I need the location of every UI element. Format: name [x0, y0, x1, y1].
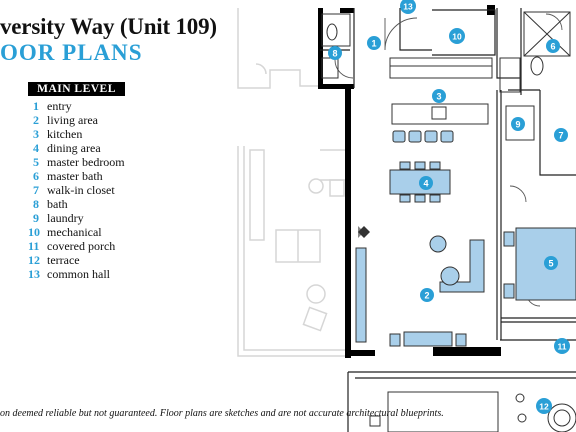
legend-label: bath	[47, 197, 68, 211]
marker-label: 1	[371, 39, 376, 49]
room-marker-4: 4	[419, 176, 433, 190]
marker-label: 11	[558, 342, 567, 352]
legend-label: terrace	[47, 253, 80, 267]
room-marker-13: 13	[400, 0, 416, 14]
legend-heading: MAIN LEVEL	[28, 82, 125, 96]
marker-label: 8	[332, 49, 337, 59]
marker-label: 2	[424, 291, 429, 301]
marker-label: 6	[550, 42, 555, 52]
legend-number: 9	[33, 211, 39, 225]
marker-label: 7	[558, 131, 563, 141]
bath-fixtures	[321, 11, 571, 79]
kitchen-counters	[389, 57, 535, 141]
room-marker-1: 1	[367, 36, 381, 50]
legend-item: 4 dining area	[28, 141, 125, 155]
legend-item: 11 covered porch	[28, 239, 125, 253]
marker-label: 3	[436, 92, 441, 102]
legend-number: 7	[33, 183, 39, 197]
legend-label: laundry	[47, 211, 84, 225]
room-legend: 1 entry 2 living area 3 kitchen 4 dining are…	[28, 99, 125, 281]
adjacent-unit-outline	[237, 8, 345, 357]
room-marker-6: 6	[546, 39, 560, 53]
legend-item: 1 entry	[28, 99, 125, 113]
legend-label: master bedroom	[47, 155, 125, 169]
legend-label: master bath	[47, 169, 103, 183]
legend-number: 5	[33, 155, 39, 169]
room-marker-9: 9	[511, 117, 525, 131]
legend-label: kitchen	[47, 127, 83, 141]
legend-label: entry	[47, 99, 72, 113]
dining-set	[389, 161, 451, 203]
legend-item: 9 laundry	[28, 211, 125, 225]
bar-stools	[392, 130, 454, 143]
marker-label: 4	[423, 179, 428, 189]
legend-item: 6 master bath	[28, 169, 125, 183]
legend-label: living area	[47, 113, 98, 127]
legend-label: walk-in closet	[47, 183, 115, 197]
legend-number: 6	[33, 169, 39, 183]
legend-label: dining area	[47, 141, 101, 155]
legend-number: 1	[33, 99, 39, 113]
legend-label: common hall	[47, 267, 110, 281]
interior-walls	[320, 8, 576, 432]
room-marker-11: 11	[554, 338, 570, 354]
legend-number: 3	[33, 127, 39, 141]
marker-label: 13	[403, 2, 413, 12]
room-marker-7: 7	[554, 128, 568, 142]
marker-label: 10	[452, 32, 462, 42]
legend-item: 2 living area	[28, 113, 125, 127]
disclaimer-text: on deemed reliable but not guaranteed. F…	[0, 408, 444, 419]
bedroom-furniture	[503, 227, 576, 301]
legend-number: 4	[33, 141, 39, 155]
terrace-furniture	[369, 391, 576, 432]
legend-item: 3 kitchen	[28, 127, 125, 141]
legend-item: 12 terrace	[28, 253, 125, 267]
legend-number: 8	[33, 197, 39, 211]
legend-number: 12	[28, 253, 40, 267]
legend-item: 7 walk-in closet	[28, 183, 125, 197]
legend-number: 13	[28, 267, 40, 281]
marker-label: 9	[515, 120, 520, 130]
legend-item: 13 common hall	[28, 267, 125, 281]
marker-label: 5	[548, 259, 553, 269]
living-furniture	[355, 235, 485, 347]
room-marker-2: 2	[420, 288, 434, 302]
marker-label: 12	[539, 402, 549, 412]
legend-label: mechanical	[47, 225, 102, 239]
room-marker-12: 12	[536, 398, 552, 414]
legend-item: 8 bath	[28, 197, 125, 211]
page-title: versity Way (Unit 109)	[0, 14, 217, 39]
legend-label: covered porch	[47, 239, 116, 253]
room-marker-3: 3	[432, 89, 446, 103]
legend-item: 5 master bedroom	[28, 155, 125, 169]
plant-icon	[358, 226, 370, 238]
room-marker-10: 10	[449, 28, 465, 44]
legend-number: 10	[28, 225, 40, 239]
legend-number: 2	[33, 113, 39, 127]
room-marker-8: 8	[328, 46, 342, 60]
legend-item: 10 mechanical	[28, 225, 125, 239]
legend-number: 11	[28, 239, 40, 253]
room-marker-5: 5	[544, 256, 558, 270]
page-subtitle: OOR PLANS	[0, 40, 143, 65]
door-swings	[334, 13, 563, 307]
